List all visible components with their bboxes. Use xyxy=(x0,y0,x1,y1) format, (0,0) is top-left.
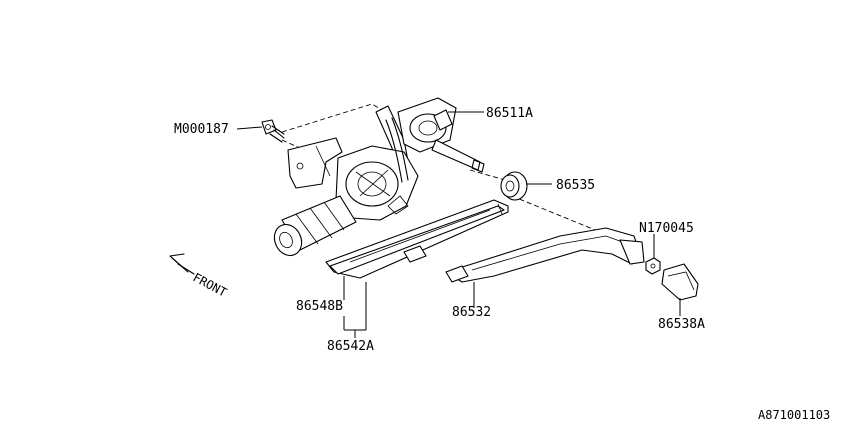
wiper-blade-part xyxy=(325,199,509,279)
label-blade-rubber: 86548B xyxy=(296,299,343,314)
label-bolt: M000187 xyxy=(174,122,229,137)
assembly-lines xyxy=(281,103,601,233)
wiper-arm-part xyxy=(445,227,645,283)
label-arm-cover: 86538A xyxy=(658,317,705,332)
label-cap: 86535 xyxy=(556,178,595,193)
arm-cover-part xyxy=(661,263,699,301)
nut-part xyxy=(645,257,661,275)
label-nut: N170045 xyxy=(639,221,694,236)
label-motor: 86511A xyxy=(486,106,533,121)
label-arm: 86532 xyxy=(452,305,491,320)
diagram-id: A871001103 xyxy=(758,408,830,422)
cap-part xyxy=(500,171,528,201)
wiper-motor-assembly xyxy=(273,97,485,257)
front-direction-indicator: FRONT xyxy=(169,253,229,300)
front-label: FRONT xyxy=(191,270,229,299)
label-blade-assy: 86542A xyxy=(327,339,374,354)
bolt-part xyxy=(261,119,285,143)
leader-lines xyxy=(236,111,681,338)
part-labels: M000187 86511A 86535 N170045 86532 86548… xyxy=(174,106,705,354)
